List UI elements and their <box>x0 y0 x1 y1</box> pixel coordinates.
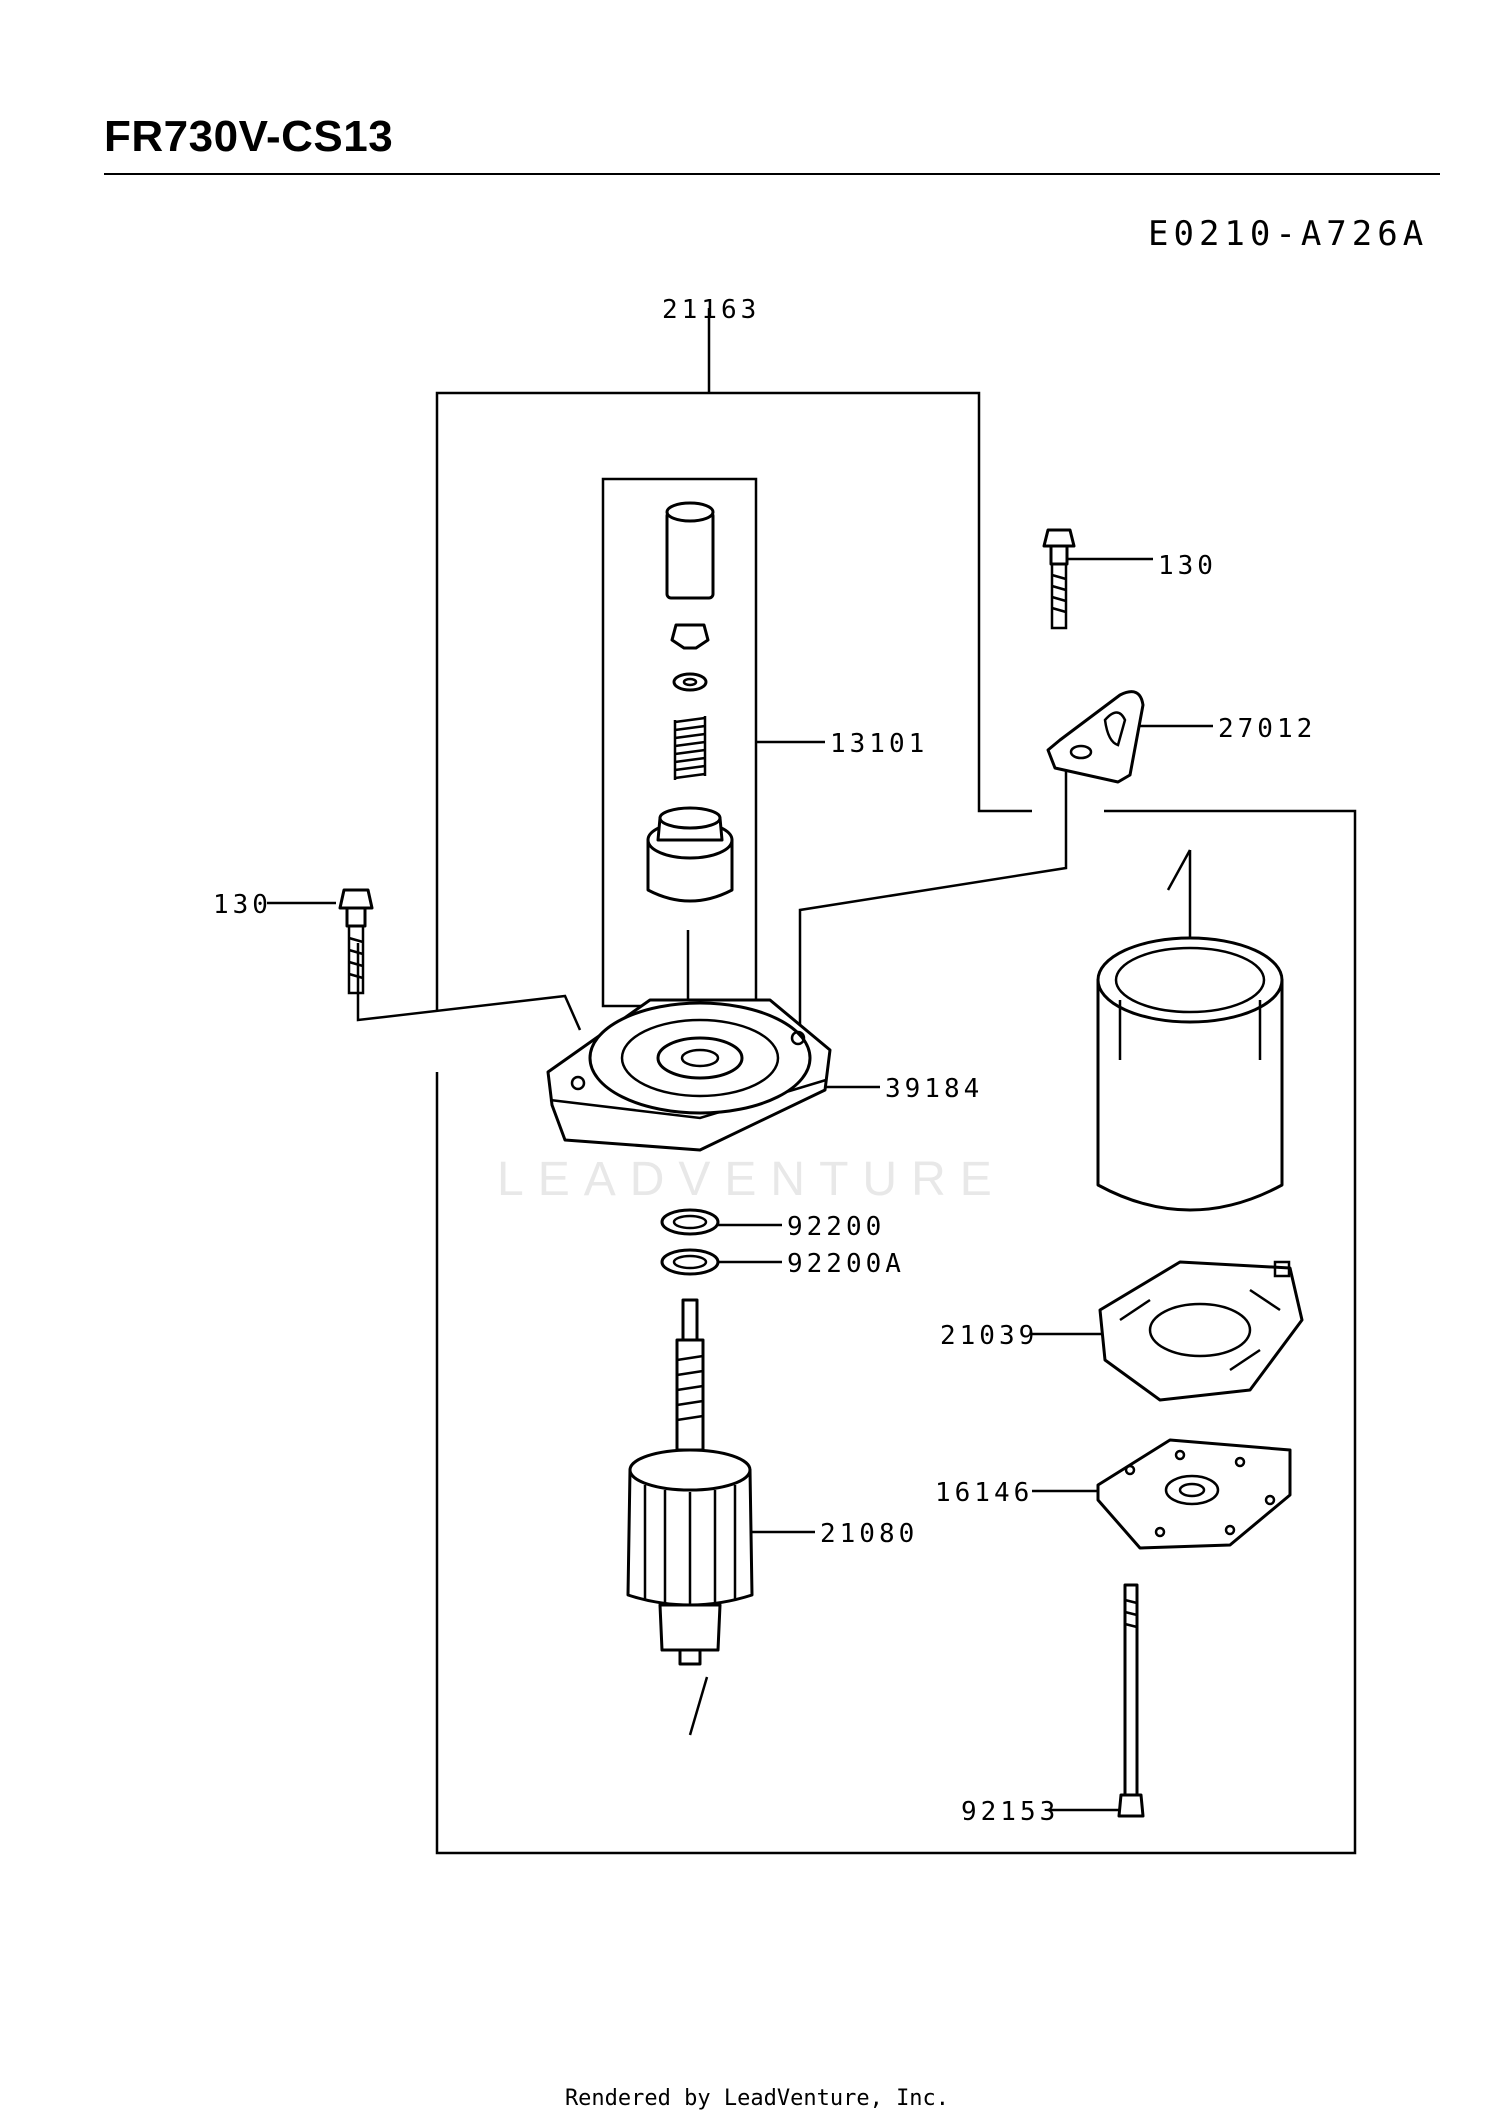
watermark-text: LEADVENTURE <box>497 1153 1006 1206</box>
brush-holder-part <box>1098 1260 1304 1402</box>
washer-parts <box>660 1208 720 1276</box>
bolt-left-part <box>338 888 374 995</box>
callout-21163: 21163 <box>662 295 760 325</box>
assembly-outline <box>435 308 1357 1855</box>
callout-16146: 16146 <box>935 1478 1033 1508</box>
callout-27012: 27012 <box>1218 714 1316 744</box>
armature-part <box>626 1298 754 1666</box>
bolt-top-part <box>1042 528 1076 630</box>
callout-39184: 39184 <box>885 1074 983 1104</box>
pinion-kit-parts <box>646 501 734 903</box>
through-bolt-part <box>1117 1583 1145 1818</box>
callout-130-left: 130 <box>213 890 272 920</box>
callout-21039: 21039 <box>940 1321 1038 1351</box>
end-plate-part <box>1096 1438 1292 1550</box>
bracket-part <box>1046 690 1145 784</box>
callout-92200: 92200 <box>787 1212 885 1242</box>
callout-92200a: 92200A <box>787 1249 905 1279</box>
callout-130-top: 130 <box>1158 551 1217 581</box>
callout-13101: 13101 <box>830 729 928 759</box>
diagram-title: FR730V-CS13 <box>104 112 394 161</box>
callout-92153: 92153 <box>961 1797 1059 1827</box>
title-rule <box>104 173 1440 175</box>
drawing-code: E0210-A726A <box>1148 214 1429 254</box>
yoke-part <box>1096 936 1284 1212</box>
footer-credit: Rendered by LeadVenture, Inc. <box>564 2086 950 2111</box>
callout-21080: 21080 <box>820 1519 918 1549</box>
front-cover-part <box>546 998 832 1152</box>
